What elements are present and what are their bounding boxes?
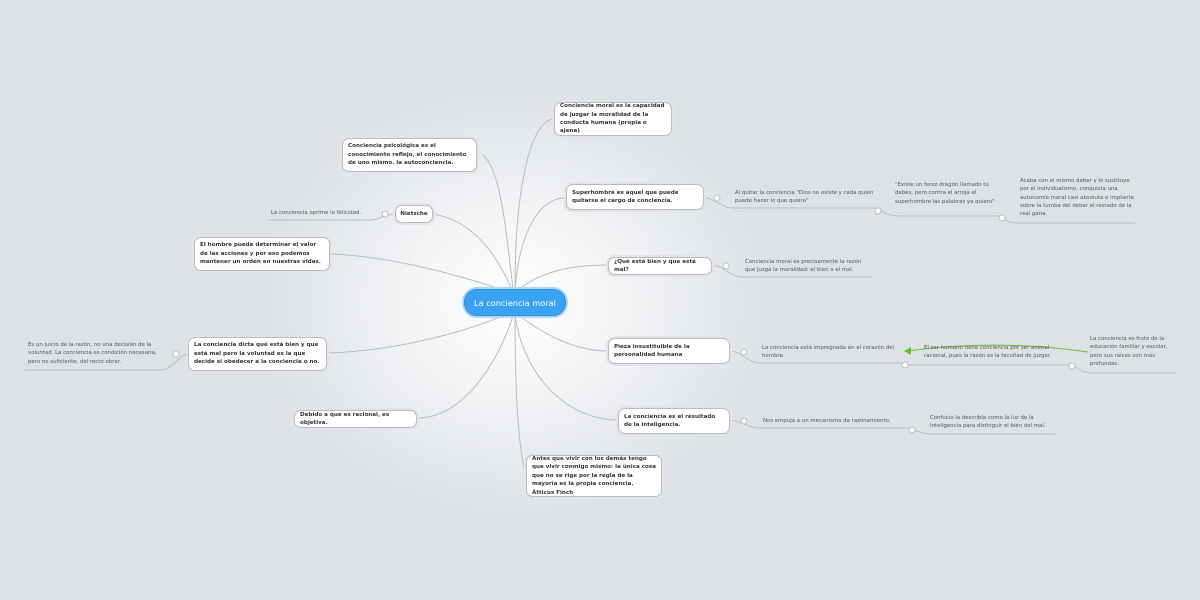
connector: [326, 311, 513, 354]
topic-node[interactable]: Superhombre es aquel que puede quitarse …: [566, 184, 704, 210]
connector-knob: [172, 350, 180, 358]
topic-node[interactable]: Debido a que es racional, es objetiva.: [294, 410, 417, 428]
connector: [517, 314, 609, 352]
topic-node[interactable]: La conciencia es el resultado de la inte…: [618, 408, 730, 434]
subtopic-text[interactable]: Acaba con el mismo deber y lo sustituye …: [1020, 178, 1134, 218]
topic-node[interactable]: Nietzche: [395, 205, 433, 223]
relationship-arrow: [906, 344, 1089, 353]
connector: [25, 353, 189, 371]
topic-node[interactable]: Antes que vivir con los demás tengo que …: [526, 455, 662, 497]
connector: [514, 118, 555, 290]
connector: [329, 253, 513, 294]
connector: [482, 154, 514, 290]
subtopic-text[interactable]: Conciencia moral es precisamente la razó…: [745, 259, 862, 274]
topic-node[interactable]: Conciencia moral es la capacidad de juzg…: [554, 102, 672, 136]
connector: [703, 197, 881, 210]
connector: [514, 315, 619, 421]
connector: [514, 315, 528, 477]
connector: [711, 264, 872, 278]
connector: [879, 209, 1000, 217]
connector: [517, 264, 609, 291]
root-topic[interactable]: La conciencia moral: [464, 289, 566, 316]
topic-node[interactable]: ¿Qué está bien y que está mal?: [608, 257, 712, 275]
subtopic-text[interactable]: La conciencia es fruto de la educación f…: [1090, 336, 1168, 367]
connector: [432, 213, 513, 291]
subtopic-text[interactable]: Confucio la describía como la luz de la …: [930, 415, 1046, 430]
connector: [1073, 365, 1175, 374]
connector-knob: [740, 417, 748, 425]
connector-knob: [998, 214, 1006, 222]
connector: [416, 315, 514, 419]
connector-knob: [901, 361, 909, 369]
subtopic-text[interactable]: La conciencia oprime la felicidad.: [271, 210, 362, 216]
connector: [1002, 217, 1135, 224]
connector: [268, 213, 396, 221]
connector-knob: [722, 262, 730, 270]
topic-node[interactable]: El hombre puede determinar el valor de l…: [194, 237, 330, 271]
connector: [729, 419, 912, 429]
subtopic-text[interactable]: Nos empuja a un mecanismo de razonamient…: [763, 418, 891, 424]
connector: [913, 429, 1055, 435]
topic-node[interactable]: Conciencia psicológica es el conocimient…: [342, 138, 477, 172]
subtopic-text[interactable]: Al quitar la conciencia "Dios no existe …: [735, 190, 874, 205]
subtopic-text[interactable]: El ser humano tiene conciencia por ser a…: [924, 345, 1052, 360]
connector-knob: [740, 348, 748, 356]
topic-node[interactable]: La conciencia dicta qué está bien y que …: [188, 337, 327, 371]
connector-knob: [381, 210, 389, 218]
connector: [730, 350, 905, 364]
topic-node[interactable]: Pieza insustituible de la personalidad h…: [608, 338, 730, 364]
connector-knob: [908, 426, 916, 434]
subtopic-text[interactable]: Es un juicio de la razón, no una decisió…: [28, 342, 157, 365]
connector: [514, 197, 566, 290]
relationship-arrowhead: [904, 347, 911, 355]
connector-knob: [874, 207, 882, 215]
connector-knob: [713, 194, 721, 202]
subtopic-text[interactable]: La conciencia está impregnada en el cora…: [762, 345, 895, 360]
connector-knob: [1068, 362, 1076, 370]
subtopic-text[interactable]: "Existe un feroz dragón llamado tú debes…: [895, 182, 995, 205]
